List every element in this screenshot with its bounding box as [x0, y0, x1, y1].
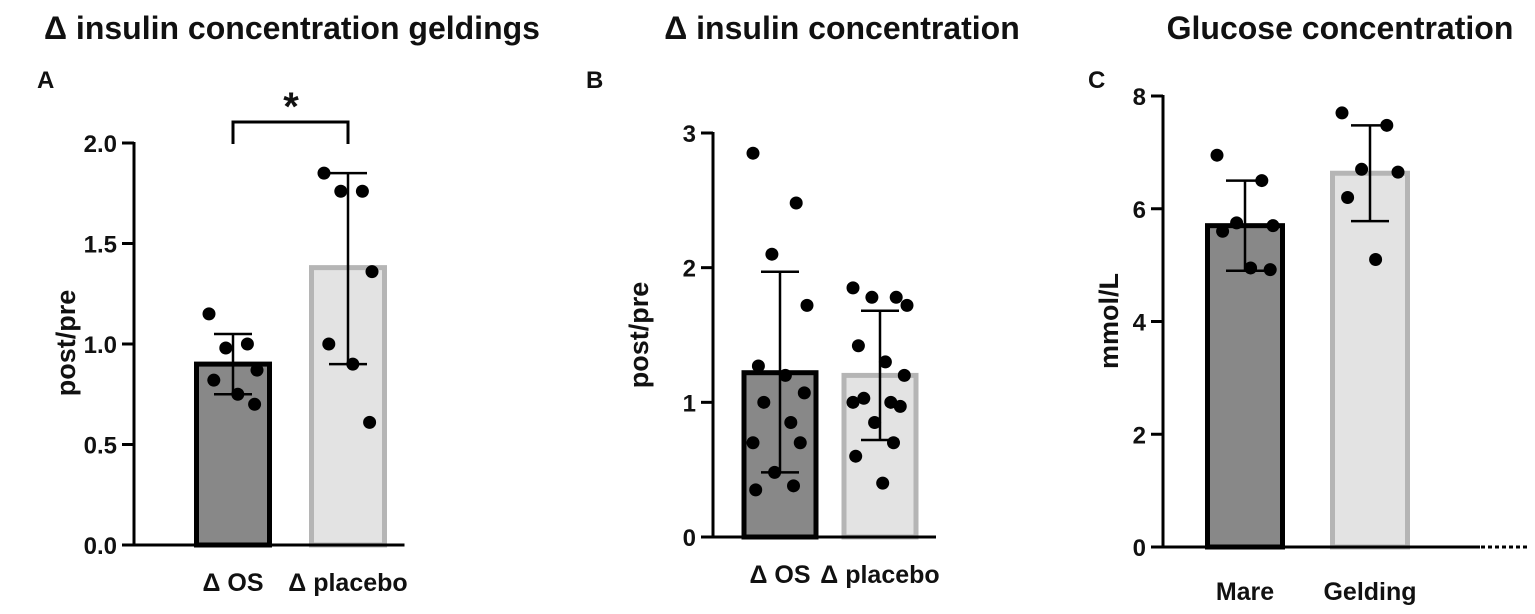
data-point: [1380, 118, 1394, 132]
data-point: [240, 337, 254, 351]
data-point: [876, 476, 890, 490]
data-point: [865, 290, 879, 304]
data-point: [757, 395, 771, 409]
y-tick-label: 0.0: [84, 533, 117, 560]
data-point: [893, 399, 907, 413]
data-point: [846, 281, 860, 295]
y-tick-label: 2: [683, 256, 696, 283]
x-category-label: Δ OS: [749, 561, 810, 589]
data-point: [789, 196, 803, 210]
y-tick-label: 1.5: [84, 232, 117, 259]
bar-2: [1330, 170, 1410, 550]
data-point: [202, 307, 216, 321]
x-category-label: Mare: [1216, 578, 1274, 606]
data-point: [851, 339, 865, 353]
data-point: [363, 415, 377, 429]
data-point: [846, 395, 860, 409]
data-point: [317, 166, 331, 180]
panel-c: Glucose concentration C mmol/L 0 2 4 6 8Mare…: [1088, 10, 1530, 606]
data-point: [800, 298, 814, 312]
data-point: [900, 298, 914, 312]
panel-b: Δ insulin concentration B post/pre 0 1 2 3Δ…: [586, 10, 1020, 589]
data-point: [355, 184, 369, 198]
data-point: [1369, 252, 1383, 266]
data-point: [1266, 219, 1280, 233]
y-tick-label: 1.0: [84, 332, 117, 359]
data-point: [1355, 162, 1369, 176]
data-point: [784, 416, 798, 430]
x-category-label: Δ placebo: [820, 561, 939, 589]
y-tick-label: 1: [683, 390, 696, 417]
data-point: [322, 337, 336, 351]
panel-a-title: Δ insulin concentration geldings: [44, 10, 540, 46]
panel-a-label: A: [37, 67, 54, 94]
data-point: [849, 449, 863, 463]
data-point: [751, 359, 765, 373]
data-point: [768, 465, 782, 479]
panel-a-y-axis-label: post/pre: [51, 290, 81, 397]
data-point: [346, 357, 360, 371]
y-tick-label: 3: [683, 121, 696, 148]
data-point: [868, 416, 882, 430]
panel-c-title: Glucose concentration: [1167, 10, 1514, 46]
y-tick-label: 0: [1133, 535, 1146, 562]
data-point: [1244, 261, 1258, 275]
data-point: [231, 387, 245, 401]
x-category-label: Gelding: [1323, 578, 1416, 606]
data-point: [1341, 190, 1355, 204]
data-point: [1391, 165, 1405, 179]
x-category-label: Δ OS: [202, 569, 263, 597]
data-point: [207, 373, 221, 387]
panel-b-label: B: [586, 67, 603, 94]
data-point: [749, 483, 763, 497]
data-point: [250, 363, 264, 377]
panel-b-y-axis-label: post/pre: [624, 282, 654, 389]
y-tick-label: 0.5: [84, 433, 117, 460]
x-category-label: Δ placebo: [288, 569, 407, 597]
data-point: [887, 436, 900, 450]
panel-c-y-axis-label: mmol/L: [1094, 273, 1124, 369]
y-tick-label: 4: [1133, 310, 1147, 337]
data-point: [765, 247, 779, 261]
data-point: [878, 355, 892, 369]
data-point: [1335, 106, 1349, 120]
y-tick-label: 8: [1133, 84, 1146, 111]
data-point: [1263, 263, 1277, 277]
data-point: [889, 290, 903, 304]
data-point: [1216, 224, 1230, 238]
data-point: [857, 391, 871, 405]
y-tick-label: 0: [683, 525, 696, 552]
data-point: [1210, 148, 1224, 162]
significance-marker: *: [283, 85, 299, 129]
data-point: [248, 397, 262, 411]
panel-a: Δ insulin concentration geldings A post/…: [37, 10, 540, 597]
data-point: [334, 184, 348, 198]
data-point: [365, 265, 379, 279]
data-point: [793, 436, 807, 450]
data-point: [787, 479, 800, 493]
data-point: [797, 386, 811, 400]
panel-b-title: Δ insulin concentration: [664, 10, 1019, 46]
significance-bracket: [231, 120, 350, 144]
data-point: [1255, 174, 1269, 188]
data-point: [746, 436, 760, 450]
data-point: [219, 341, 233, 355]
data-point: [897, 368, 911, 382]
y-tick-label: 2: [1133, 422, 1146, 449]
data-point: [778, 368, 792, 382]
panel-c-label: C: [1088, 67, 1105, 94]
data-point: [1230, 216, 1244, 230]
y-tick-label: 2.0: [84, 131, 117, 158]
y-tick-label: 6: [1133, 197, 1146, 224]
data-point: [746, 146, 760, 160]
